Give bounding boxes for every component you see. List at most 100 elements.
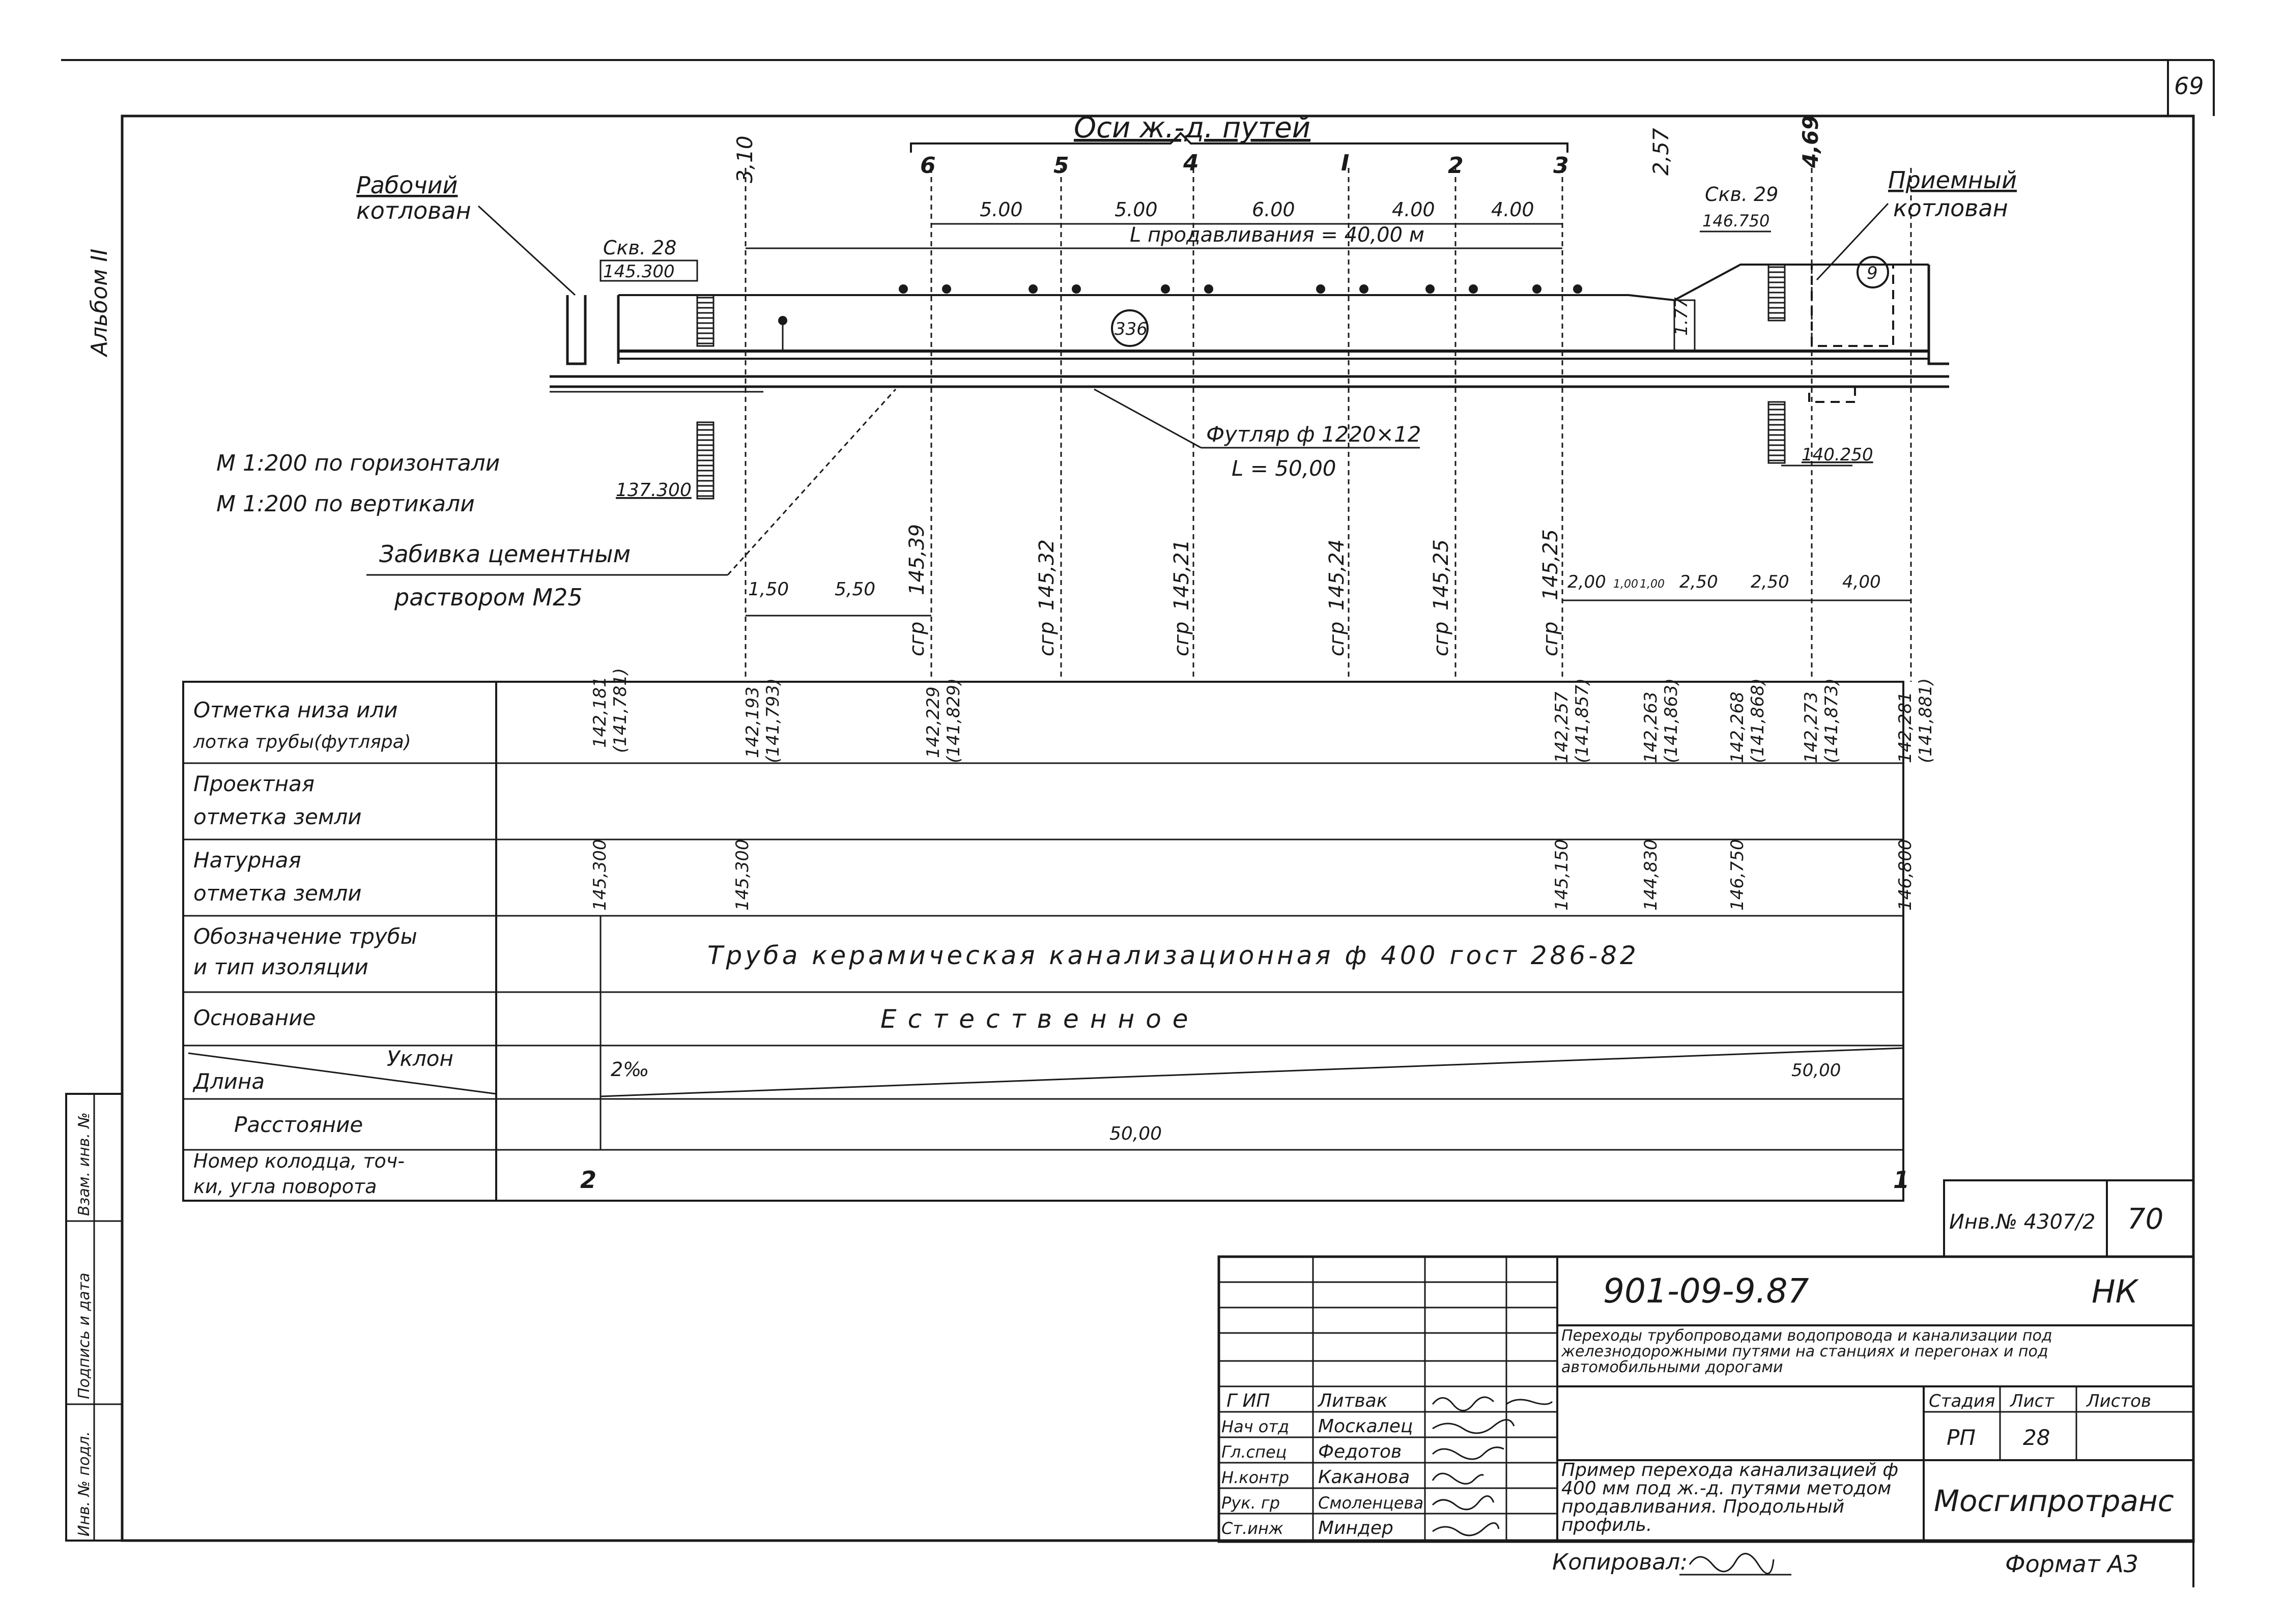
track-number: 5 bbox=[1053, 153, 1069, 179]
pipe-bottom-mark: (141,857) bbox=[1572, 678, 1592, 763]
natural-ground-mark: 145,300 bbox=[732, 839, 753, 911]
profile-table: Отметка низа или лотка трубы(футляра) Пр… bbox=[182, 668, 1936, 1202]
row-label-design-ground: отметка земли bbox=[193, 804, 362, 829]
receiving-pit-label-1: Приемный bbox=[1888, 166, 2017, 194]
series-title-box: Переходы трубопроводами водопровода и ка… bbox=[1561, 1328, 2052, 1376]
row-label-length: Длина bbox=[192, 1069, 265, 1094]
natural-ground-mark: 144,830 bbox=[1641, 839, 1661, 911]
row-label-slope: Уклон bbox=[387, 1046, 453, 1071]
side-stamp-replace: Взам. инв. № bbox=[75, 1112, 93, 1216]
pipe-bottom-mark: 142,268 bbox=[1727, 691, 1748, 763]
dim-5-50: 5,50 bbox=[835, 579, 875, 600]
track-axes-title: Оси ж.-д. путей bbox=[1074, 111, 1310, 144]
work-pit-label-2: котлован bbox=[356, 197, 471, 224]
row-label-distance: Расстояние bbox=[234, 1112, 363, 1137]
pipe-description: Труба керамическая канализационная ф 400… bbox=[707, 941, 1639, 970]
signature bbox=[1432, 1419, 1515, 1434]
dim-br: 1,00 bbox=[1640, 578, 1665, 591]
pipe-bottom-mark: (141,829) bbox=[944, 678, 964, 763]
row-label-pipe-type: и тип изоляции bbox=[193, 954, 368, 979]
pipe-bottom-mark: 142,229 bbox=[923, 686, 944, 758]
callout-9: 9 bbox=[1867, 263, 1878, 283]
row-label-design-ground: Проектная bbox=[193, 771, 315, 796]
row-label-well-number: Номер колодца, точ- bbox=[193, 1150, 405, 1172]
well-28-column-top bbox=[696, 294, 715, 347]
signature bbox=[1432, 1472, 1484, 1485]
signature bbox=[1432, 1446, 1504, 1460]
length-value: 50,00 bbox=[1791, 1060, 1841, 1081]
pipe-bottom-mark: (141,881) bbox=[1916, 678, 1936, 763]
well-28-bottom: 137.300 bbox=[616, 480, 692, 501]
grout-label-2: раствором М25 bbox=[394, 584, 583, 611]
signature bbox=[1432, 1522, 1500, 1536]
pipe-bottom-mark: 142,281 bbox=[1895, 691, 1916, 763]
row-label-natural-ground: отметка земли bbox=[193, 881, 362, 906]
rail-head-prefix: сгр bbox=[1035, 622, 1059, 656]
side-stamp-inv: Инв. № подл. bbox=[75, 1431, 93, 1536]
track-number: 2 bbox=[1448, 153, 1464, 179]
track-spacing: 4.00 bbox=[1392, 198, 1435, 221]
pipe-bottom-mark: (141,873) bbox=[1821, 678, 1842, 763]
rail-head-value: 145,24 bbox=[1325, 539, 1349, 611]
row-label-pipe-bottom: лотка трубы(футляра) bbox=[193, 732, 411, 752]
stage-header: Стадия bbox=[1929, 1391, 1995, 1411]
pipe-bottom-mark: 142,257 bbox=[1552, 691, 1572, 763]
distance-value: 50,00 bbox=[1109, 1123, 1162, 1144]
well-29-top: 146.750 bbox=[1702, 211, 1769, 230]
sheet-header: Лист bbox=[2009, 1391, 2054, 1411]
track-spacing: 5.00 bbox=[980, 198, 1023, 221]
stage-value: РП bbox=[1947, 1425, 1976, 1450]
role-name: Москалец bbox=[1318, 1416, 1413, 1437]
pipe-bottom-mark: (141,863) bbox=[1661, 678, 1681, 763]
well-left: 2 bbox=[580, 1166, 596, 1194]
role-name: Литвак bbox=[1317, 1390, 1388, 1411]
pipe-bottom-mark: 142,181 bbox=[590, 676, 610, 748]
paper-format: Формат А3 bbox=[2005, 1550, 2138, 1578]
side-stamp-sign: Подпись и дата bbox=[75, 1273, 93, 1400]
album-label: Альбом II bbox=[87, 249, 112, 358]
scale-horizontal: М 1:200 по горизонтали bbox=[216, 450, 500, 476]
well-29-name: Скв. 29 bbox=[1705, 183, 1778, 206]
series-title: Переходы трубопроводами водопровода и ка… bbox=[1561, 1328, 2052, 1376]
well-29-column-top bbox=[1767, 264, 1786, 322]
grout-label-1: Забивка цементным bbox=[379, 540, 631, 568]
rail-head-value: 145,25 bbox=[1430, 539, 1453, 611]
sheet-title: Пример перехода канализацией ф 400 мм по… bbox=[1561, 1461, 1899, 1535]
natural-ground-mark: 145,150 bbox=[1552, 839, 1572, 911]
well-28-column-bottom bbox=[696, 421, 715, 500]
inventory-sheet: 70 bbox=[2127, 1203, 2163, 1236]
rail-head-prefix: сгр bbox=[1539, 622, 1562, 656]
sheets-header: Листов bbox=[2086, 1391, 2151, 1411]
well-28-name: Скв. 28 bbox=[603, 237, 676, 259]
receiving-pit-label-2: котлован bbox=[1893, 194, 2008, 222]
role-name: Миндер bbox=[1318, 1518, 1393, 1539]
well-29-column-bottom bbox=[1767, 401, 1786, 464]
title-block: Инв.№ 4307/2 70 901-09-9.87 НК Пере bbox=[1217, 1179, 2195, 1578]
role-label: Нач отд bbox=[1221, 1417, 1289, 1436]
copied-by-label: Копировал: bbox=[1552, 1549, 1688, 1575]
signature bbox=[1432, 1495, 1495, 1511]
row-label-pipe-bottom: Отметка низа или bbox=[193, 698, 398, 722]
pipe-bottom-mark: (141,781) bbox=[610, 668, 631, 753]
rail-head-value: 145,25 bbox=[1539, 529, 1562, 600]
natural-ground-mark: 146,800 bbox=[1895, 839, 1916, 911]
sheet-title-box: Пример перехода канализацией ф 400 мм по… bbox=[1561, 1461, 1899, 1535]
track-spacing: 5.00 bbox=[1115, 198, 1158, 221]
dim-right-2-57: 2,57 bbox=[1648, 128, 1673, 176]
work-pit-label-1: Рабочий bbox=[356, 171, 458, 199]
side-stamp: Инв. № подл. Подпись и дата Взам. инв. № bbox=[65, 1093, 123, 1542]
casing-length: L = 50,00 bbox=[1232, 456, 1336, 481]
dim-1-50: 1,50 bbox=[748, 579, 789, 600]
track-spacing: 6.00 bbox=[1252, 198, 1295, 221]
role-label: Гл.спец bbox=[1221, 1442, 1287, 1462]
row-label-pipe-type: Обозначение трубы bbox=[193, 924, 417, 949]
scale-vertical: М 1:200 по вертикали bbox=[216, 491, 475, 517]
role-name: Федотов bbox=[1318, 1441, 1402, 1462]
callout-336: 336 bbox=[1115, 319, 1148, 339]
well-28-top: 145.300 bbox=[603, 262, 675, 282]
well-29-bottom: 140.250 bbox=[1802, 445, 1873, 465]
role-name: Каканова bbox=[1318, 1467, 1410, 1488]
dim-br: 2,50 bbox=[1679, 572, 1718, 592]
